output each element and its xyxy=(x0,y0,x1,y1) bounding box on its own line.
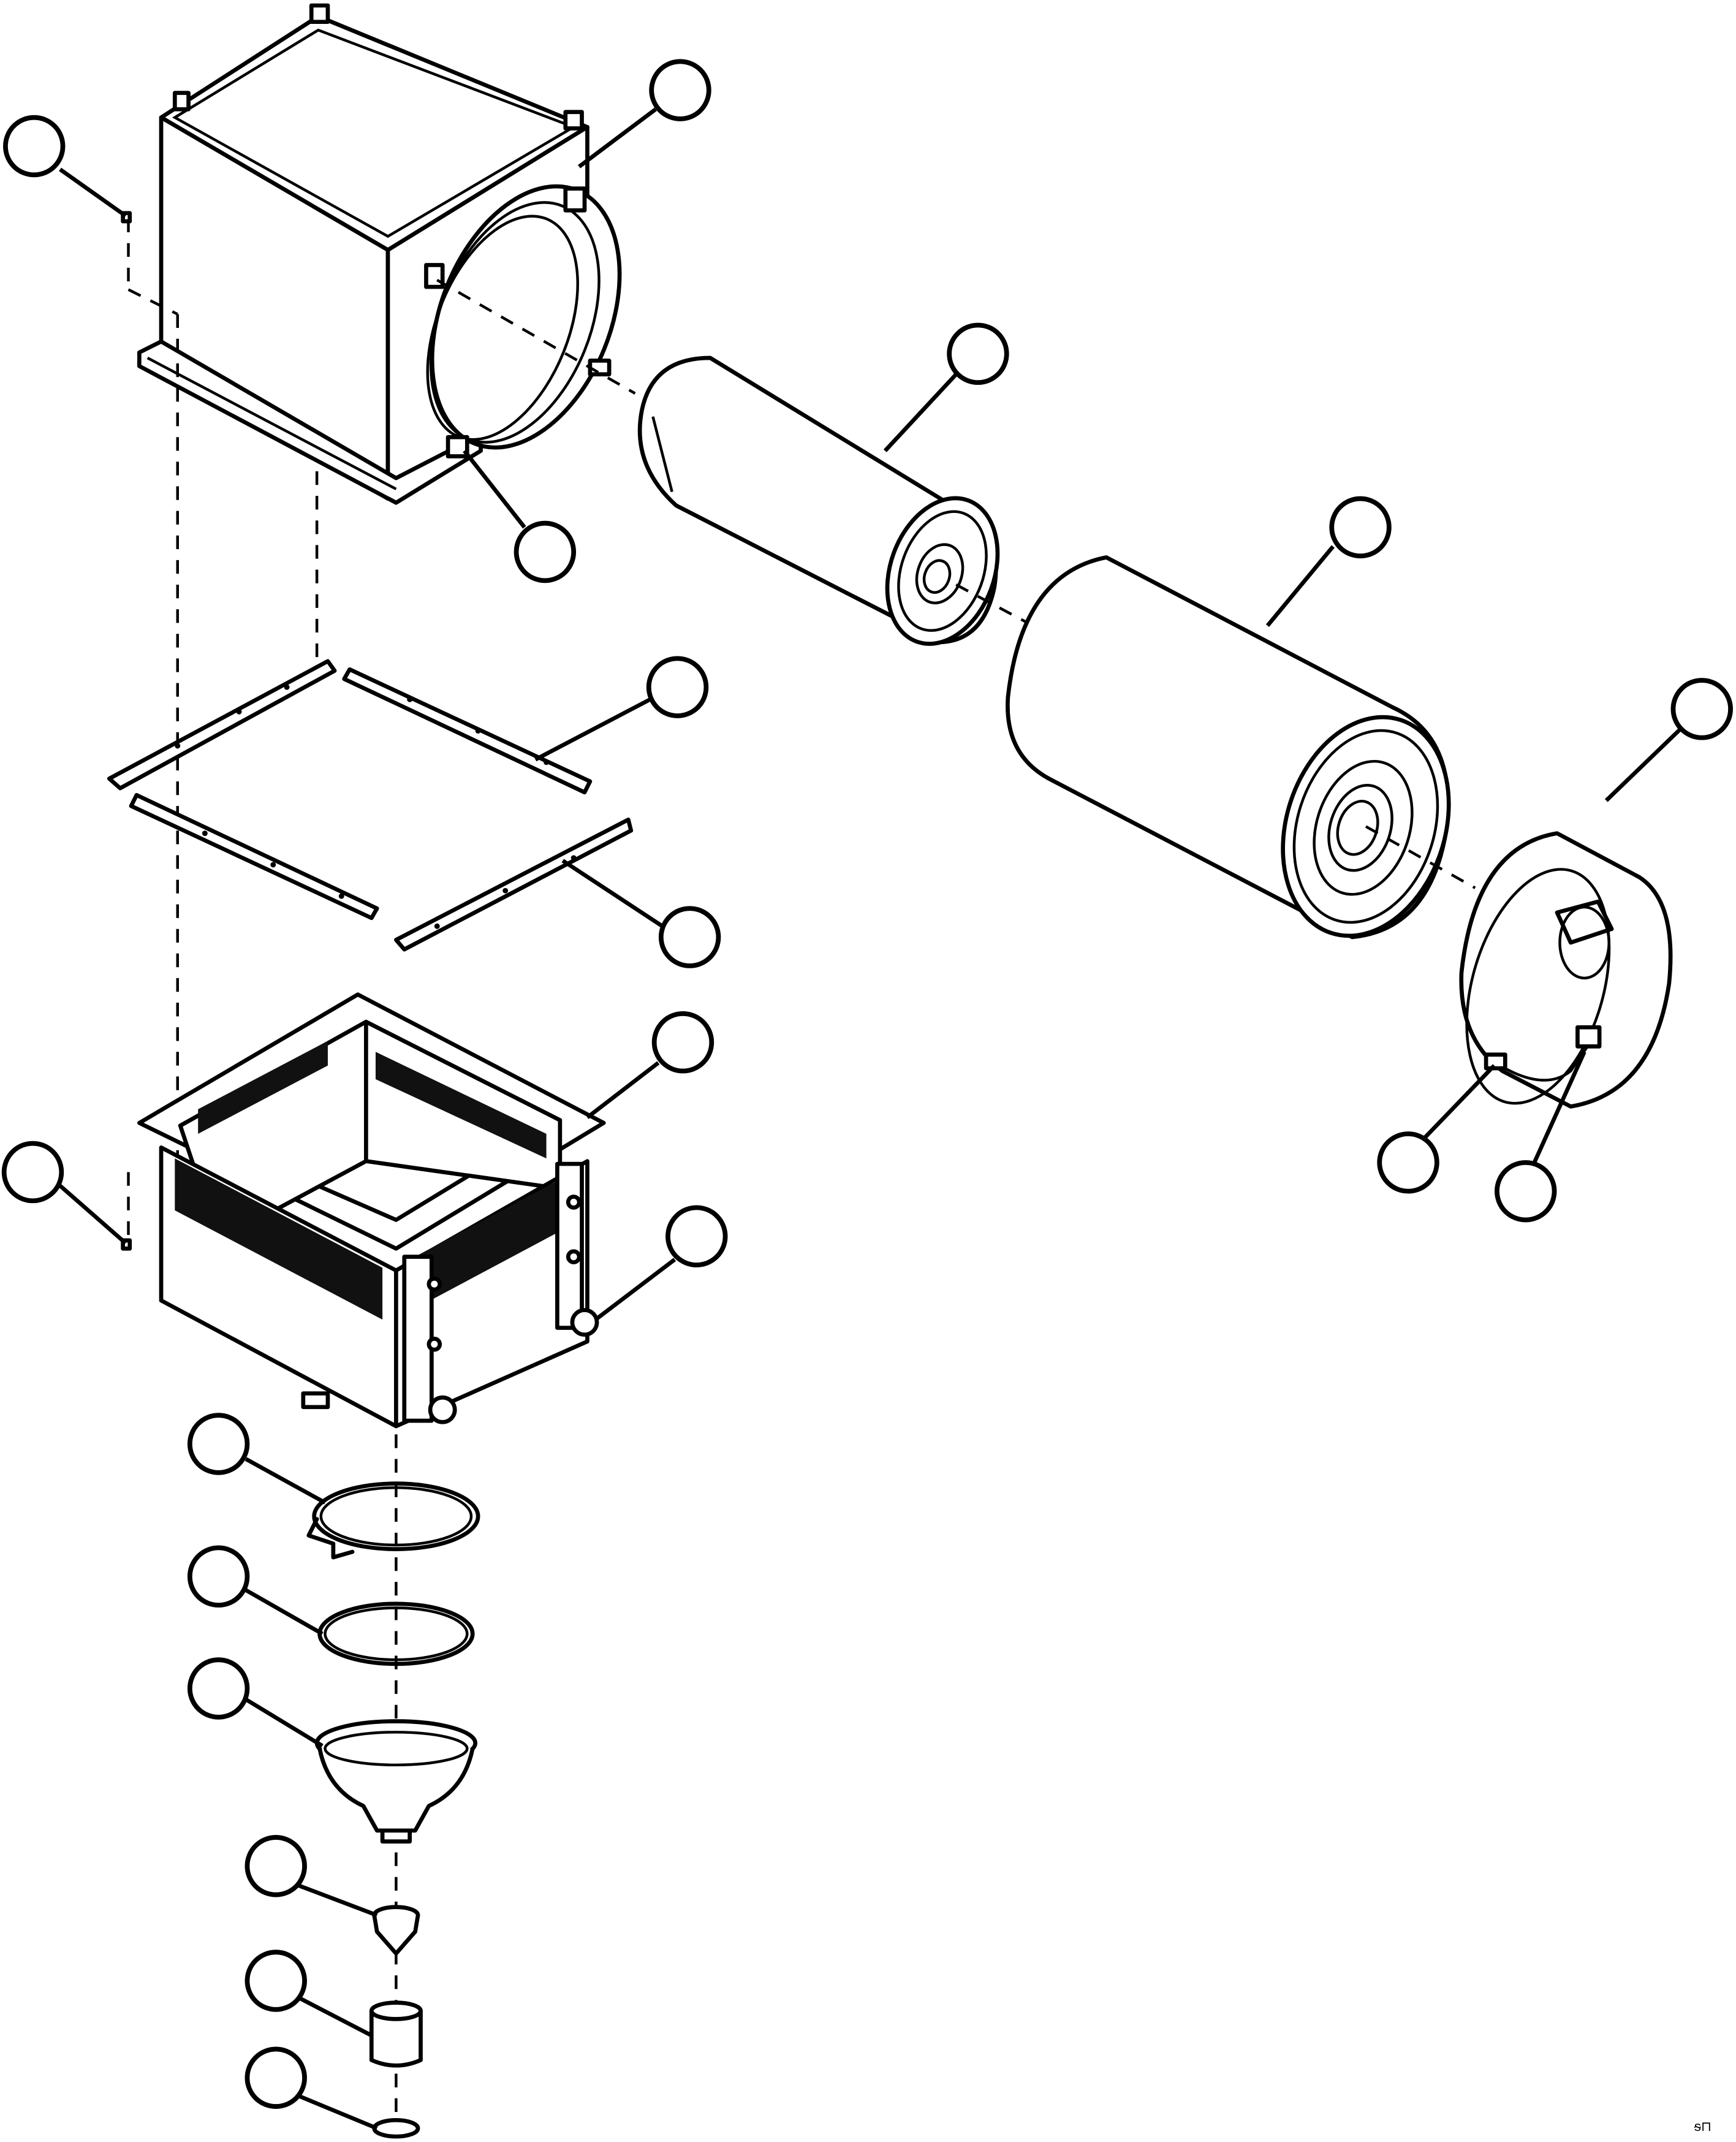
callout-safety-filter xyxy=(1329,496,1392,559)
pin-top xyxy=(121,211,132,224)
callout-pin-bottom xyxy=(1,1141,64,1204)
callout-clamp-band xyxy=(514,520,577,583)
callout-end-cover xyxy=(1670,678,1733,740)
callout-base-box xyxy=(651,1011,714,1074)
figure-id: ᵴ⊓ xyxy=(1694,2119,1711,2134)
callout-gasket-upper xyxy=(646,656,709,718)
callout-dust-cup xyxy=(187,1657,250,1720)
callout-pin-top xyxy=(3,115,66,178)
callout-valve xyxy=(244,1835,307,1897)
callout-chain-clip xyxy=(1377,1131,1439,1194)
vacuator-valve xyxy=(372,1905,420,1956)
callout-sleeve xyxy=(244,1950,307,2012)
callout-eye-bolt xyxy=(665,1205,728,1267)
end-cover xyxy=(1459,831,1673,1109)
callout-gasket-lower xyxy=(658,906,721,968)
sleeve xyxy=(369,2000,423,2068)
callout-balloons xyxy=(1,59,1733,2109)
callout-o-ring xyxy=(187,1545,250,1608)
lower-gasket xyxy=(129,792,634,952)
callout-chain xyxy=(1495,1160,1557,1223)
primary-filter-element xyxy=(637,355,1039,646)
upper-gasket xyxy=(107,659,593,795)
hose-clamp xyxy=(306,1481,480,1560)
callout-drain-cap xyxy=(244,2046,307,2109)
base-box xyxy=(137,992,606,1429)
drain-cap xyxy=(372,2117,420,2139)
dust-cup xyxy=(314,1719,478,1844)
secondary-filter-element xyxy=(1006,555,1476,940)
callout-hose-clamp xyxy=(187,1413,250,1475)
align-line xyxy=(127,288,178,316)
leader-lines xyxy=(58,107,1681,2130)
callout-housing xyxy=(649,59,711,121)
air-cleaner-housing xyxy=(137,3,636,505)
pin-bottom xyxy=(121,1238,132,1251)
callout-primary-filter xyxy=(947,322,1009,385)
